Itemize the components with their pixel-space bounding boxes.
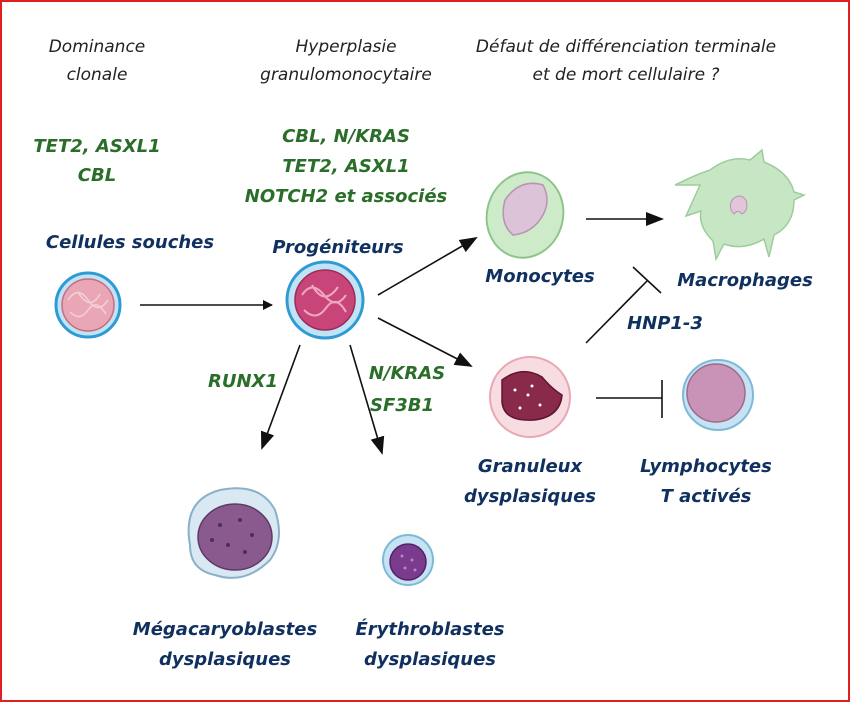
label-hnp: HNP1-3	[627, 313, 703, 334]
label-monocytes: Monocytes	[485, 266, 595, 287]
header-hyperplasie: Hyperplasie	[295, 37, 396, 57]
header-clonale: clonale	[67, 65, 128, 85]
lymphocyte-icon	[682, 359, 754, 431]
gene-prog-3: NOTCH2 et associés	[245, 186, 448, 207]
progenitor-cell-icon	[285, 260, 365, 340]
label-ery-1: Érythroblastes	[355, 618, 504, 640]
label-mega-2: dysplasiques	[159, 649, 291, 670]
header-mort: et de mort cellulaire ?	[533, 65, 720, 85]
arrow-to-erythroblasts	[349, 344, 385, 455]
header-defaut: Défaut de différenciation terminale	[476, 37, 776, 57]
inhibit-lymphocytes	[596, 380, 663, 418]
megakaryoblast-icon	[187, 487, 280, 579]
gene-stem-1: TET2, ASXL1	[33, 136, 160, 157]
gene-prog-2: TET2, ASXL1	[282, 156, 409, 177]
label-lymphocytes-1: Lymphocytes	[640, 456, 772, 477]
label-lymphocytes-2: T activés	[661, 486, 752, 507]
label-ery-2: dysplasiques	[364, 649, 496, 670]
gene-nkras: N/KRAS	[369, 363, 445, 384]
erythroblast-icon	[382, 534, 434, 586]
label-stem-cells: Cellules souches	[46, 232, 215, 253]
inhibit-macrophages	[585, 266, 662, 344]
label-granulocytes-1: Granuleux	[478, 456, 584, 477]
label-macrophages: Macrophages	[677, 270, 813, 291]
arrow-to-megakaryoblasts	[260, 344, 301, 450]
gene-runx1: RUNX1	[208, 371, 278, 392]
arrow-to-monocytes	[377, 236, 478, 296]
header-granulomonocytaire: granulomonocytaire	[260, 65, 432, 85]
stem-cell-icon	[54, 271, 122, 339]
label-mega-1: Mégacaryoblastes	[133, 619, 318, 640]
gene-stem-2: CBL	[78, 165, 116, 186]
gene-sf3b1: SF3B1	[370, 395, 434, 416]
granulocyte-icon	[489, 356, 571, 438]
label-granulocytes-2: dysplasiques	[464, 486, 596, 507]
macrophage-icon	[674, 148, 807, 262]
arrow-to-granulocytes	[377, 317, 473, 367]
label-progenitors: Progéniteurs	[272, 237, 403, 258]
gene-prog-1: CBL, N/KRAS	[282, 126, 410, 147]
monocyte-icon	[485, 171, 565, 259]
header-dominance: Dominance	[49, 37, 146, 57]
